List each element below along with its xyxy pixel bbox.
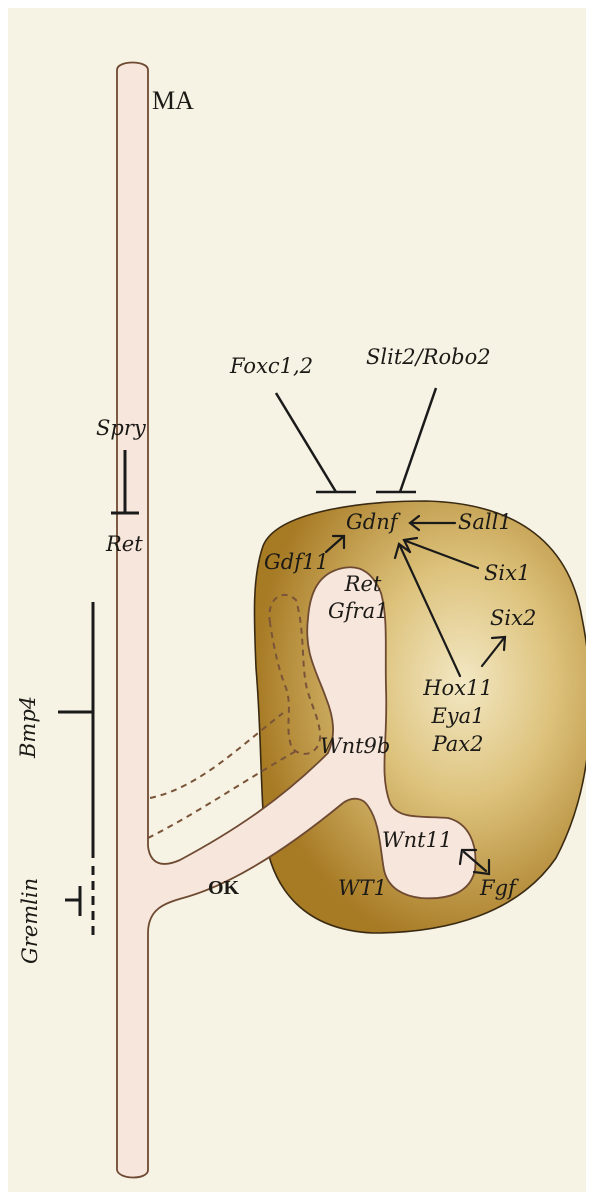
diagram-canvas: MA OK Spry Ret Bmp4 Gremlin Foxc1,2 Slit… <box>8 8 586 1192</box>
label-bmp4: Bmp4 <box>18 696 39 758</box>
label-gdf11: Gdf11 <box>264 552 329 573</box>
label-six2: Six2 <box>490 608 536 629</box>
bmp4-bar <box>58 602 93 858</box>
label-slit-robo: Slit2/Robo2 <box>366 347 491 368</box>
label-gfra1: Gfra1 <box>328 601 388 622</box>
label-ma: MA <box>152 88 194 114</box>
kidney-development-diagram <box>8 8 586 1192</box>
label-eya1: Eya1 <box>418 706 498 727</box>
label-wt1: WT1 <box>338 878 387 899</box>
label-pax2: Pax2 <box>418 734 498 755</box>
label-wnt11: Wnt11 <box>382 830 452 851</box>
label-spry: Spry <box>96 418 146 439</box>
label-sall1: Sall1 <box>458 512 512 533</box>
label-six1: Six1 <box>484 563 530 584</box>
label-hox11: Hox11 <box>418 678 498 699</box>
gremlin-inhibition <box>65 866 93 938</box>
label-gremlin: Gremlin <box>20 878 41 964</box>
slit-robo-inhibits-gdnf <box>376 388 436 492</box>
label-ret-duct: Ret <box>106 534 143 555</box>
label-wnt9b: Wnt9b <box>320 736 390 757</box>
label-gdnf: Gdnf <box>346 512 398 533</box>
label-foxc: Foxc1,2 <box>230 356 313 377</box>
label-fgf: Fgf <box>480 878 516 899</box>
label-ok: OK <box>208 878 239 898</box>
foxc-inhibits-gdnf <box>276 393 356 492</box>
label-ret-bud: Ret <box>338 574 388 595</box>
